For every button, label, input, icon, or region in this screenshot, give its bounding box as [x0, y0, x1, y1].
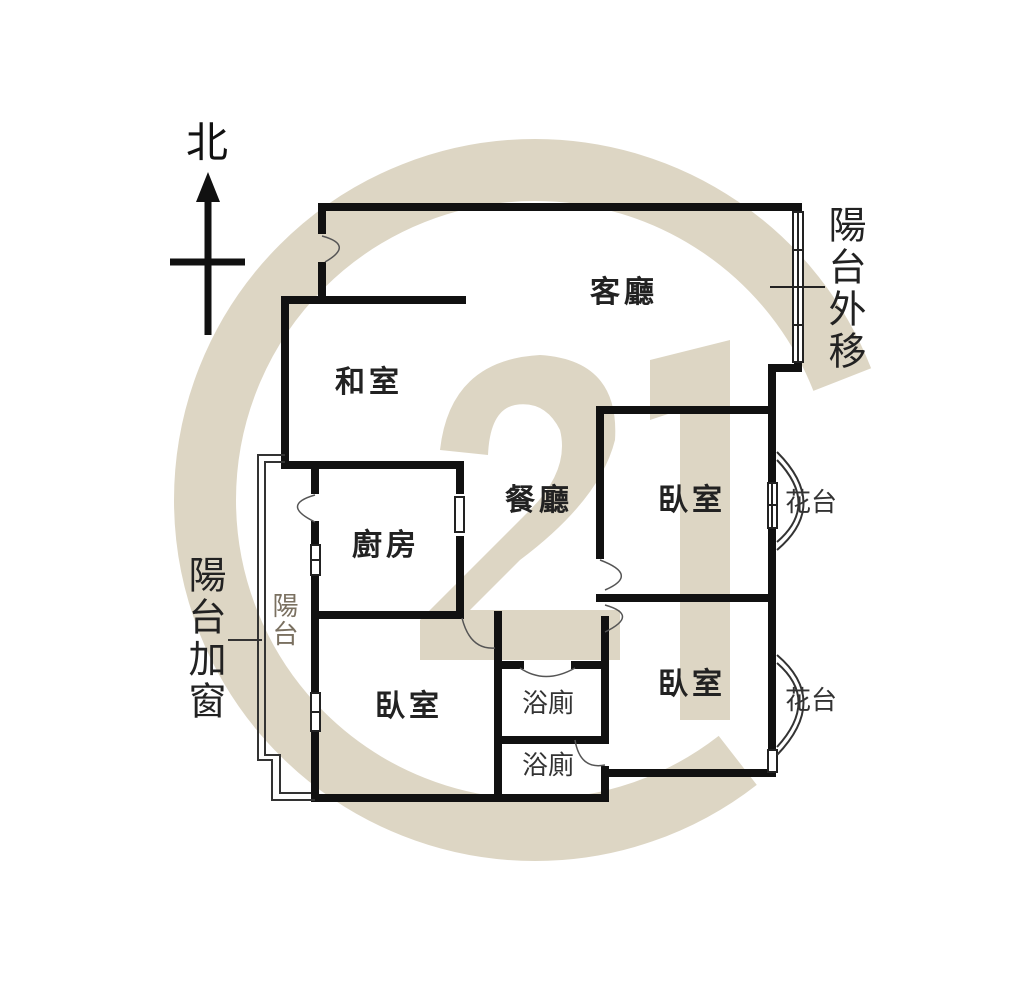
room-label-dining-room: 餐廳	[505, 483, 573, 518]
planters	[776, 451, 805, 756]
windows	[310, 211, 825, 773]
doors	[296, 235, 624, 767]
room-label-bathroom-2: 浴廁	[522, 751, 575, 781]
watermark-logo	[174, 139, 896, 861]
annotation-planter-2: 花台	[785, 686, 838, 716]
room-label-living-room: 客廳	[590, 275, 658, 310]
north-arrow-icon	[170, 172, 245, 335]
room-label-bedroom-se: 臥室	[658, 667, 726, 702]
north-label: 北	[186, 118, 229, 167]
room-label-kitchen: 廚房	[352, 528, 420, 563]
annotation-balcony: 陽台	[268, 592, 298, 648]
room-label-bedroom-sw: 臥室	[375, 689, 443, 724]
west-balcony	[228, 454, 315, 801]
room-label-bathroom-1: 浴廁	[522, 689, 575, 719]
annotation-balcony-window-added: 陽台加窗	[182, 555, 226, 723]
annotation-balcony-moved-out: 陽台外移	[822, 205, 866, 373]
room-label-japanese-room: 和室	[335, 365, 403, 400]
room-label-bedroom-ne: 臥室	[658, 483, 726, 518]
annotation-planter-1: 花台	[785, 488, 838, 518]
